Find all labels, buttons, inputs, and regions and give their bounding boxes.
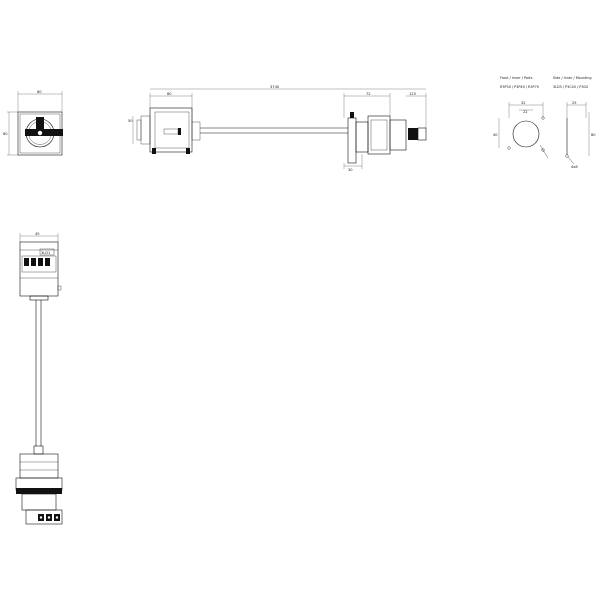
front-height-dim: 80 — [3, 132, 8, 136]
front-view: 80 80 — [3, 90, 63, 156]
side-length-dim: 3740 — [270, 85, 280, 89]
top-width-dim: 45 — [35, 232, 40, 236]
cutout-header-2: R3P30 / P3P40 / R3P70 — [500, 85, 539, 89]
side-view: 80 3740 72 125 50 30 — [128, 85, 427, 172]
switch-body — [149, 107, 193, 153]
door-panel — [347, 117, 357, 164]
side-cutout-height-dim: 80 — [591, 133, 596, 137]
side-depth-dim: 80 — [167, 92, 172, 96]
front-width-dim: 80 — [37, 90, 42, 94]
cutout-circle — [512, 120, 540, 148]
side-cutout-width-dim: 25 — [572, 101, 577, 105]
side-height-dim: 50 — [128, 119, 133, 123]
side-cutout-view: Side / Inner / Mounting 3LD3 / P3C40 / P… — [553, 76, 596, 169]
side-cutout-header-1: Side / Inner / Mounting — [553, 76, 592, 80]
side-panel-dim: 72 — [366, 92, 371, 96]
panel-cutout-view: Front / Inner / Parts R3P30 / P3P40 / R3… — [493, 76, 549, 159]
module-label: 3LD1 — [41, 251, 50, 255]
side-cutout-header-2: 3LD3 / P3C40 / P3G0 — [553, 85, 588, 89]
side-knob-dim: 125 — [409, 92, 416, 96]
coupling-top — [19, 453, 59, 479]
coupling-housing — [367, 115, 391, 155]
side-cutout-hole-dim: 4x8 — [571, 165, 578, 169]
cutout-offset-dim: 22 — [523, 110, 528, 114]
side-base-dim: 30 — [348, 168, 353, 172]
cutout-height-dim: 40 — [493, 133, 498, 137]
cutout-width-dim: 32 — [521, 101, 526, 105]
handle-top — [25, 509, 63, 525]
handle-knob — [408, 128, 418, 140]
cutout-header-1: Front / Inner / Parts — [500, 76, 533, 80]
top-view: 45 3LD1 — [15, 232, 63, 525]
